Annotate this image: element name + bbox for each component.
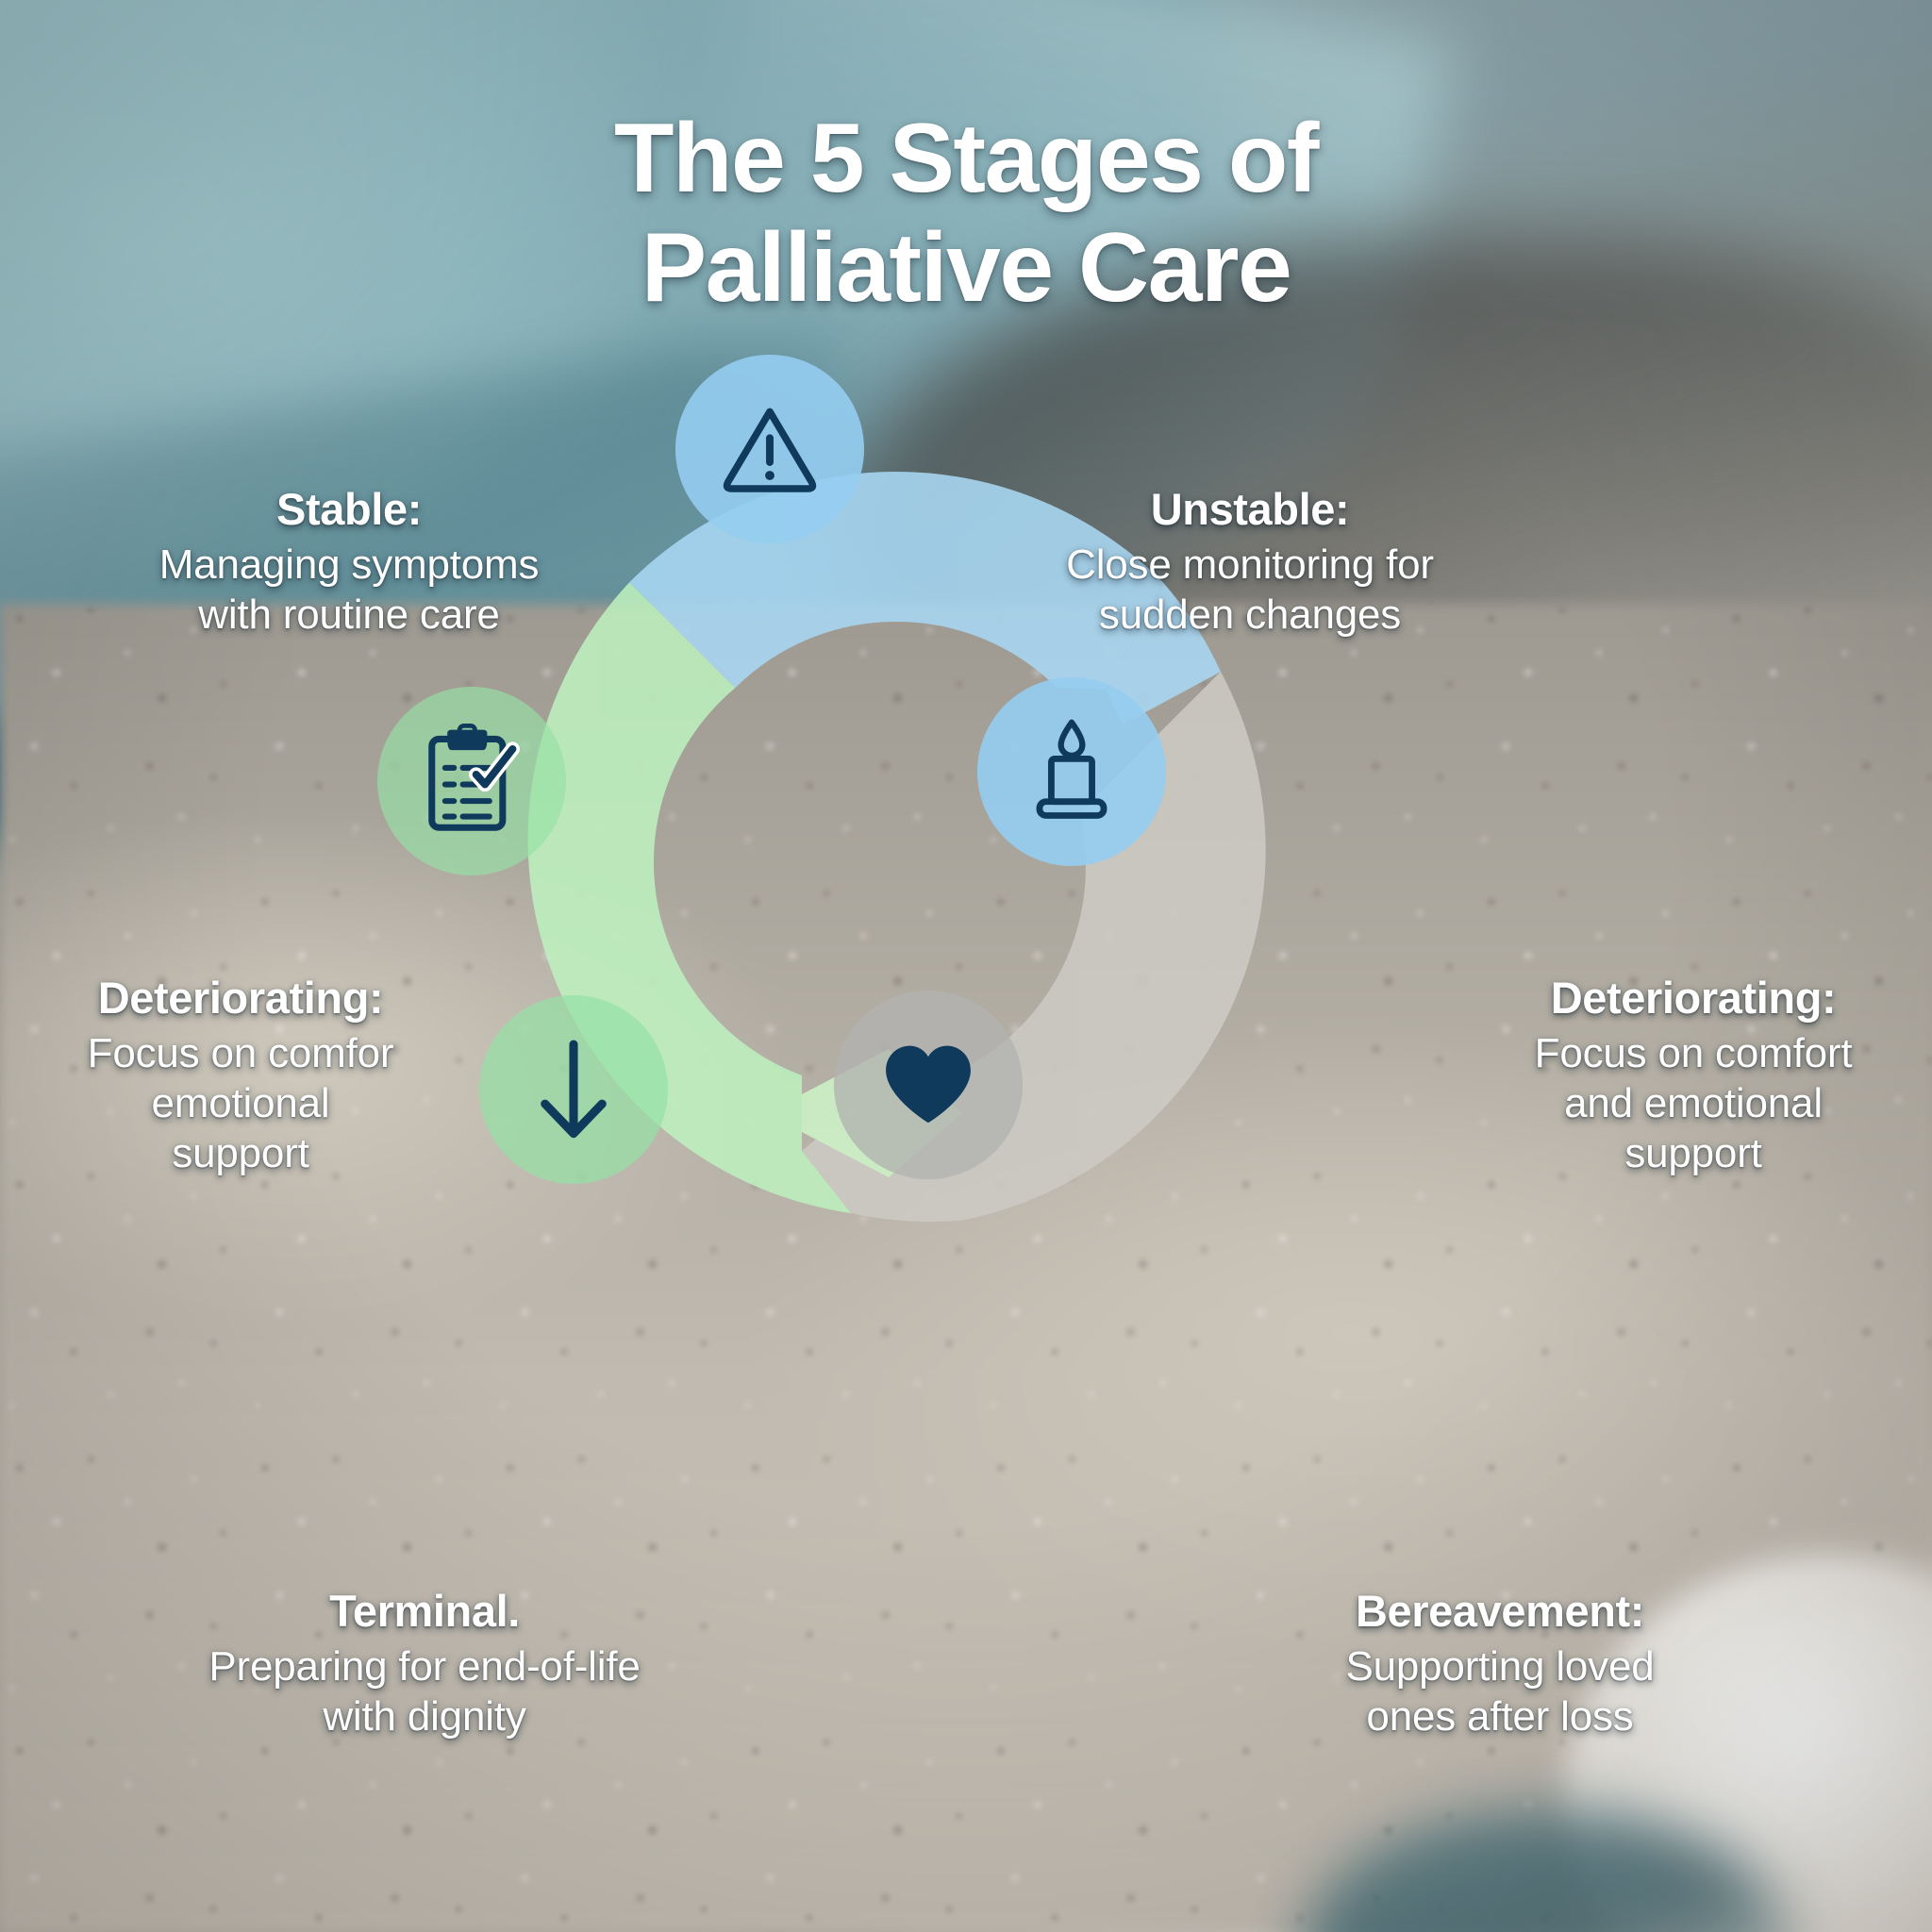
heart-icon [886,1045,971,1124]
down-arrow-icon [541,1040,607,1139]
callout-terminal-heading: Terminal. [329,1586,520,1636]
page-title-line-2: Palliative Care [641,213,1292,324]
ring-segment-unstable-arc[interactable] [1096,582,1221,724]
page-title-line-1: The 5 Stages of [613,104,1320,213]
callout-unstable-heading: Unstable: [1150,484,1350,534]
callout-deteriorating-left-line-3: support [172,1129,309,1176]
callout-deteriorating-right: Deteriorating: Focus on comfort and emot… [1472,972,1915,1179]
icon-bubble-unstable[interactable] [675,355,864,543]
callout-bereavement-heading: Bereavement: [1355,1586,1645,1636]
callout-deteriorating-left-line-2: emotional [151,1080,330,1127]
callout-deteriorating-left-line-1: Focus on comfor [87,1030,394,1077]
callout-bereavement-line-2: ones after loss [1366,1693,1634,1740]
icon-bubble-bereavement[interactable] [834,991,1023,1179]
callout-stable-heading: Stable: [276,484,422,534]
callout-deteriorating-right-line-3: support [1624,1129,1762,1176]
callout-deteriorating-right-heading: Deteriorating: [1550,973,1837,1023]
callout-stable-line-1: Managing symptoms [158,541,540,589]
callout-terminal-line-2: with dignity [323,1693,526,1740]
clipboard-checklist-icon [428,724,521,831]
callout-deteriorating-right-line-2: and emotional [1564,1080,1823,1127]
callout-deteriorating-left-heading: Deteriorating: [97,973,384,1023]
callout-bereavement-line-1: Supporting loved [1345,1643,1655,1690]
callout-terminal: Terminal. Preparing for end-of-life with… [94,1585,755,1742]
callout-deteriorating-right-line-1: Focus on comfort [1534,1030,1853,1077]
callout-terminal-line-1: Preparing for end-of-life [208,1643,641,1690]
icon-bubble-deteriorating[interactable] [977,677,1166,866]
page-title: The 5 Stages of Palliative Care [0,104,1932,324]
callout-unstable-line-1: Close monitoring for [1066,541,1434,589]
callout-stable: Stable: Managing symptoms with routine c… [57,483,641,641]
callout-bereavement: Bereavement: Supporting loved ones after… [1208,1585,1792,1742]
callout-stable-line-2: with routine care [198,591,500,639]
icon-bubble-stable[interactable] [377,687,566,875]
callout-deteriorating-left: Deteriorating: Focus on comfor emotional… [19,972,462,1179]
icon-bubble-terminal[interactable] [479,995,668,1184]
callout-unstable: Unstable: Close monitoring for sudden ch… [958,483,1542,641]
warning-triangle-icon [723,408,817,492]
ring-segment-stable[interactable] [629,472,896,689]
candle-icon [1036,719,1108,819]
callout-unstable-line-2: sudden changes [1098,591,1402,639]
ring-segment-unstable[interactable] [896,472,1163,700]
